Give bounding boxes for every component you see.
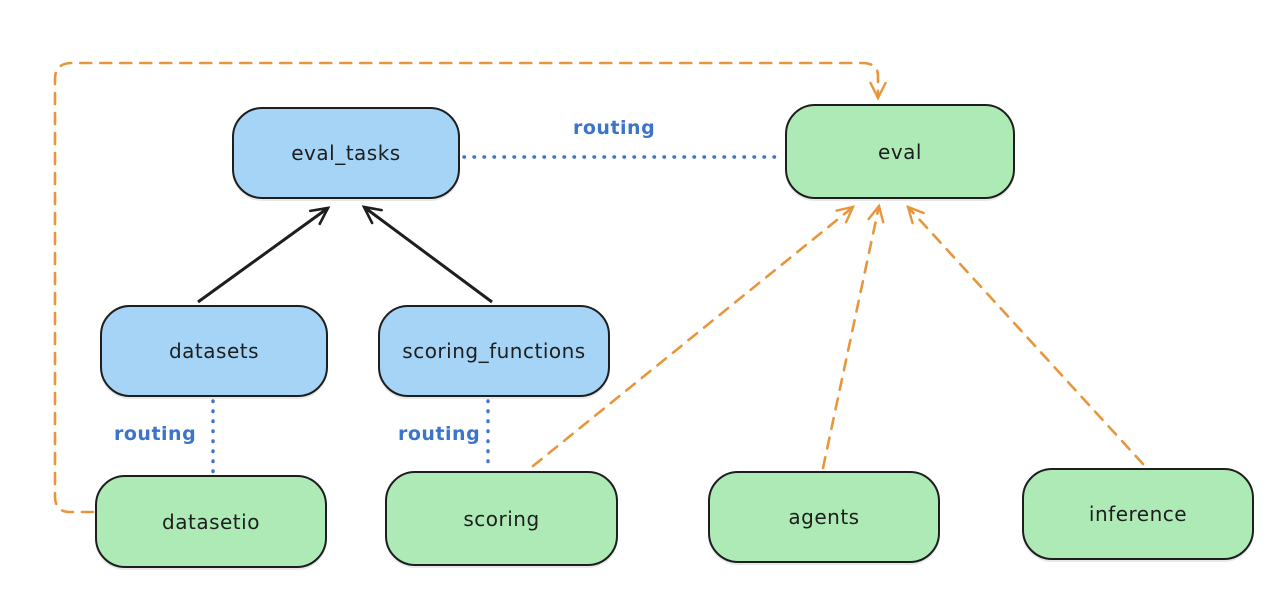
node-scoring: scoring bbox=[385, 471, 618, 566]
node-inference-label: inference bbox=[1088, 502, 1188, 526]
routing-label-datasets-datasetio: routing bbox=[114, 423, 197, 445]
node-eval-tasks-label: eval_tasks bbox=[291, 141, 401, 165]
node-inference: inference bbox=[1022, 468, 1254, 560]
routing-label-eval-tasks-eval: routing bbox=[573, 117, 656, 139]
node-datasetio-label: datasetio bbox=[162, 509, 260, 534]
routing-label-scoring-functions-scoring: routing bbox=[398, 423, 481, 445]
edge-agents-to-eval bbox=[821, 203, 885, 470]
node-datasets-label: datasets bbox=[168, 339, 260, 363]
node-eval: eval bbox=[785, 104, 1015, 199]
node-scoring-functions: scoring_functions bbox=[378, 305, 610, 397]
node-datasetio: datasetio bbox=[95, 475, 327, 568]
edge-scoring-functions-to-eval-tasks bbox=[361, 205, 493, 304]
node-datasets: datasets bbox=[100, 305, 328, 397]
node-eval-label: eval bbox=[878, 139, 922, 164]
node-eval-tasks: eval_tasks bbox=[232, 107, 460, 199]
edge-datasets-to-eval-tasks bbox=[197, 206, 331, 304]
edge-inference-to-eval bbox=[906, 205, 1145, 466]
node-scoring-functions-label: scoring_functions bbox=[402, 339, 586, 363]
node-scoring-label: scoring bbox=[463, 506, 540, 531]
node-agents-label: agents bbox=[788, 505, 860, 529]
node-agents: agents bbox=[708, 471, 940, 563]
edge-scoring-to-eval bbox=[531, 205, 856, 468]
